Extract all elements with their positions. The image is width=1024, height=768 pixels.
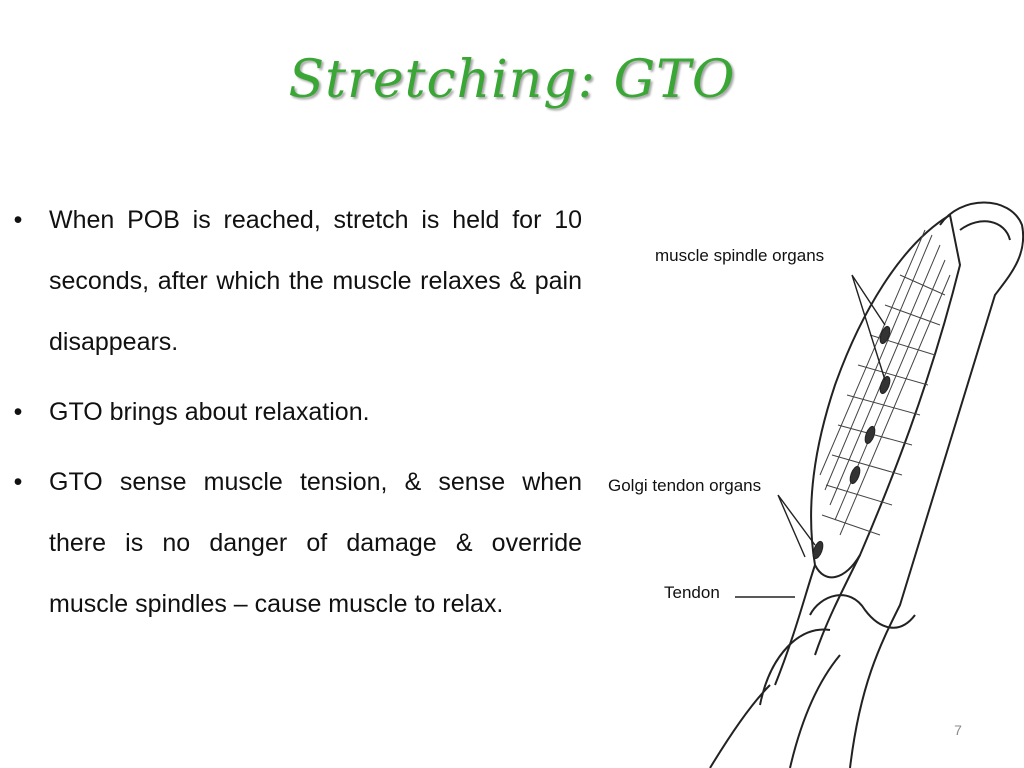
bullet-text: GTO sense muscle tension, & sense when t… (49, 468, 582, 618)
joint-outline (709, 594, 916, 768)
page-number: 7 (954, 722, 962, 738)
bullet-list: • When POB is reached, stretch is held f… (8, 190, 582, 644)
slide-title: Stretching: GTO (288, 50, 736, 110)
bullet-dot-icon: • (13, 206, 23, 234)
bone-outline (849, 201, 1024, 768)
label-spindle: muscle spindle organs (655, 246, 824, 265)
muscle-tendon-diagram: muscle spindle organs Golgi tendon organ… (608, 201, 1024, 768)
label-golgi: Golgi tendon organs (608, 476, 761, 495)
bullet-dot-icon: • (13, 468, 23, 496)
tendon-shape (774, 554, 861, 686)
bullet-item: • GTO brings about relaxation. (8, 382, 582, 443)
bullet-dot-icon: • (13, 398, 23, 426)
bullet-item: • GTO sense muscle tension, & sense when… (8, 452, 582, 635)
bullet-item: • When POB is reached, stretch is held f… (8, 190, 582, 373)
bullet-text: GTO brings about relaxation. (49, 398, 370, 426)
muscle-belly (810, 213, 962, 579)
bullet-text: When POB is reached, stretch is held for… (49, 206, 582, 356)
label-tendon: Tendon (664, 583, 720, 602)
bone-inner-line (959, 220, 1011, 241)
